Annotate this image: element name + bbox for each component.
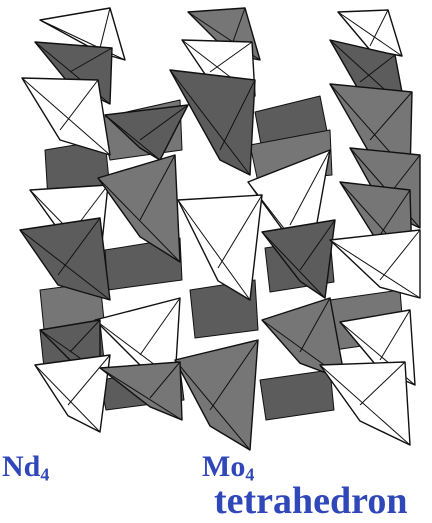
- nd4-label: Nd4: [2, 452, 49, 484]
- nd4-tetrahedron: [330, 230, 420, 298]
- mo4-label-base: Mo: [202, 450, 245, 483]
- nd4-tetrahedron: [35, 355, 110, 432]
- tetrahedron-face: [20, 218, 110, 300]
- nd4-tetrahedron: [22, 78, 110, 155]
- tetrahedron-face: [35, 355, 110, 432]
- tetrahedron-face: [330, 230, 420, 298]
- tetrahedron-face: [178, 195, 262, 300]
- mo4-tetrahedron: [170, 70, 255, 175]
- mo4-label: Mo4: [202, 452, 254, 484]
- tetrahedron-face: [170, 70, 255, 175]
- mo4-tetrahedron: [20, 218, 110, 300]
- tetrahedron-face: [175, 340, 258, 450]
- mo4-tetrahedron: [175, 340, 258, 450]
- tetrahedra-layer: [20, 8, 420, 450]
- structure-slab: [260, 370, 334, 420]
- tetrahedron-label: tetrahedron: [214, 482, 408, 520]
- nd4-tetrahedron: [178, 195, 262, 300]
- nd4-label-subscript: 4: [40, 465, 49, 485]
- nd4-label-base: Nd: [2, 450, 40, 483]
